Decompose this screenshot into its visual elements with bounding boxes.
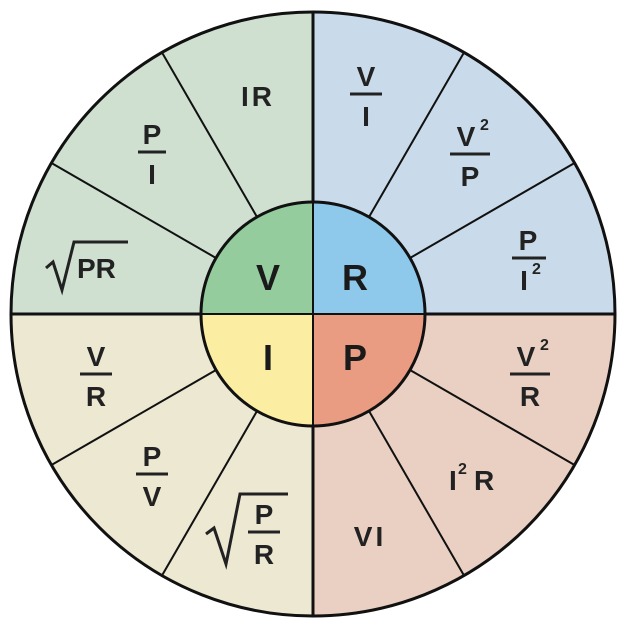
segment-dividers <box>11 12 615 616</box>
center-label-voltage: V <box>256 257 280 298</box>
formula-r-v2-over-p: V 2 P <box>450 117 490 192</box>
numerator: V <box>457 121 476 152</box>
numerator: V <box>357 61 376 92</box>
segment-divider <box>409 162 576 259</box>
segment-divider <box>368 410 465 577</box>
rest: R <box>474 465 494 496</box>
denominator: I <box>148 159 156 190</box>
segment-divider <box>50 369 217 466</box>
center-quadrant-resistance <box>313 202 425 314</box>
radicand: PR <box>77 253 116 284</box>
formula-v-p-over-i: P I <box>138 119 166 190</box>
formula-labels: IR P I PR V I V 2 P P I 2 <box>45 61 550 570</box>
center-circle <box>199 200 427 428</box>
formula-v-sqrt-pr: PR <box>45 240 128 296</box>
denominator-exponent: 2 <box>532 261 541 278</box>
denominator: I <box>520 265 528 296</box>
numerator: P <box>519 225 538 256</box>
radicand-numerator: P <box>255 499 274 530</box>
numerator: P <box>143 119 162 150</box>
denominator: R <box>86 381 106 412</box>
center-label-current: I <box>263 337 273 378</box>
formula-p-vi: VI <box>354 521 386 552</box>
radical-sign <box>205 492 288 570</box>
segment-divider <box>409 369 576 466</box>
radicand-denominator: R <box>254 539 274 570</box>
numerator-exponent: 2 <box>480 117 489 134</box>
center-quadrant-current <box>201 314 313 426</box>
radical-sign <box>45 240 128 296</box>
formula-i-sqrt-p-over-r: P R <box>205 492 288 570</box>
formula-i-v-over-r: V R <box>80 341 112 412</box>
denominator: R <box>520 381 540 412</box>
formula-p-i2r: I 2 R <box>449 461 494 496</box>
numerator-exponent: 2 <box>540 337 549 354</box>
segment-divider <box>368 51 465 218</box>
center-ring <box>199 200 427 428</box>
formula-r-v-over-i: V I <box>350 61 382 132</box>
segment-divider <box>161 410 258 577</box>
numerator: V <box>87 341 106 372</box>
center-quadrant-power <box>313 314 425 426</box>
numerator: P <box>143 441 162 472</box>
center-label-power: P <box>343 337 367 378</box>
segment-divider <box>161 51 258 218</box>
outer-ring <box>9 10 617 618</box>
numerator: V <box>517 341 536 372</box>
center-label-resistance: R <box>342 257 368 298</box>
denominator: V <box>143 481 162 512</box>
segment-divider <box>50 162 217 259</box>
formula-p-v2-over-r: V 2 R <box>510 337 550 412</box>
exponent: 2 <box>458 461 467 478</box>
formula-v-ir: IR <box>241 81 275 112</box>
denominator: P <box>461 161 480 192</box>
center-quadrant-voltage <box>201 202 313 314</box>
formula-r-p-over-i2: P I 2 <box>512 225 546 296</box>
base: I <box>449 465 457 496</box>
denominator: I <box>362 101 370 132</box>
formula-i-p-over-v: P V <box>136 441 168 512</box>
